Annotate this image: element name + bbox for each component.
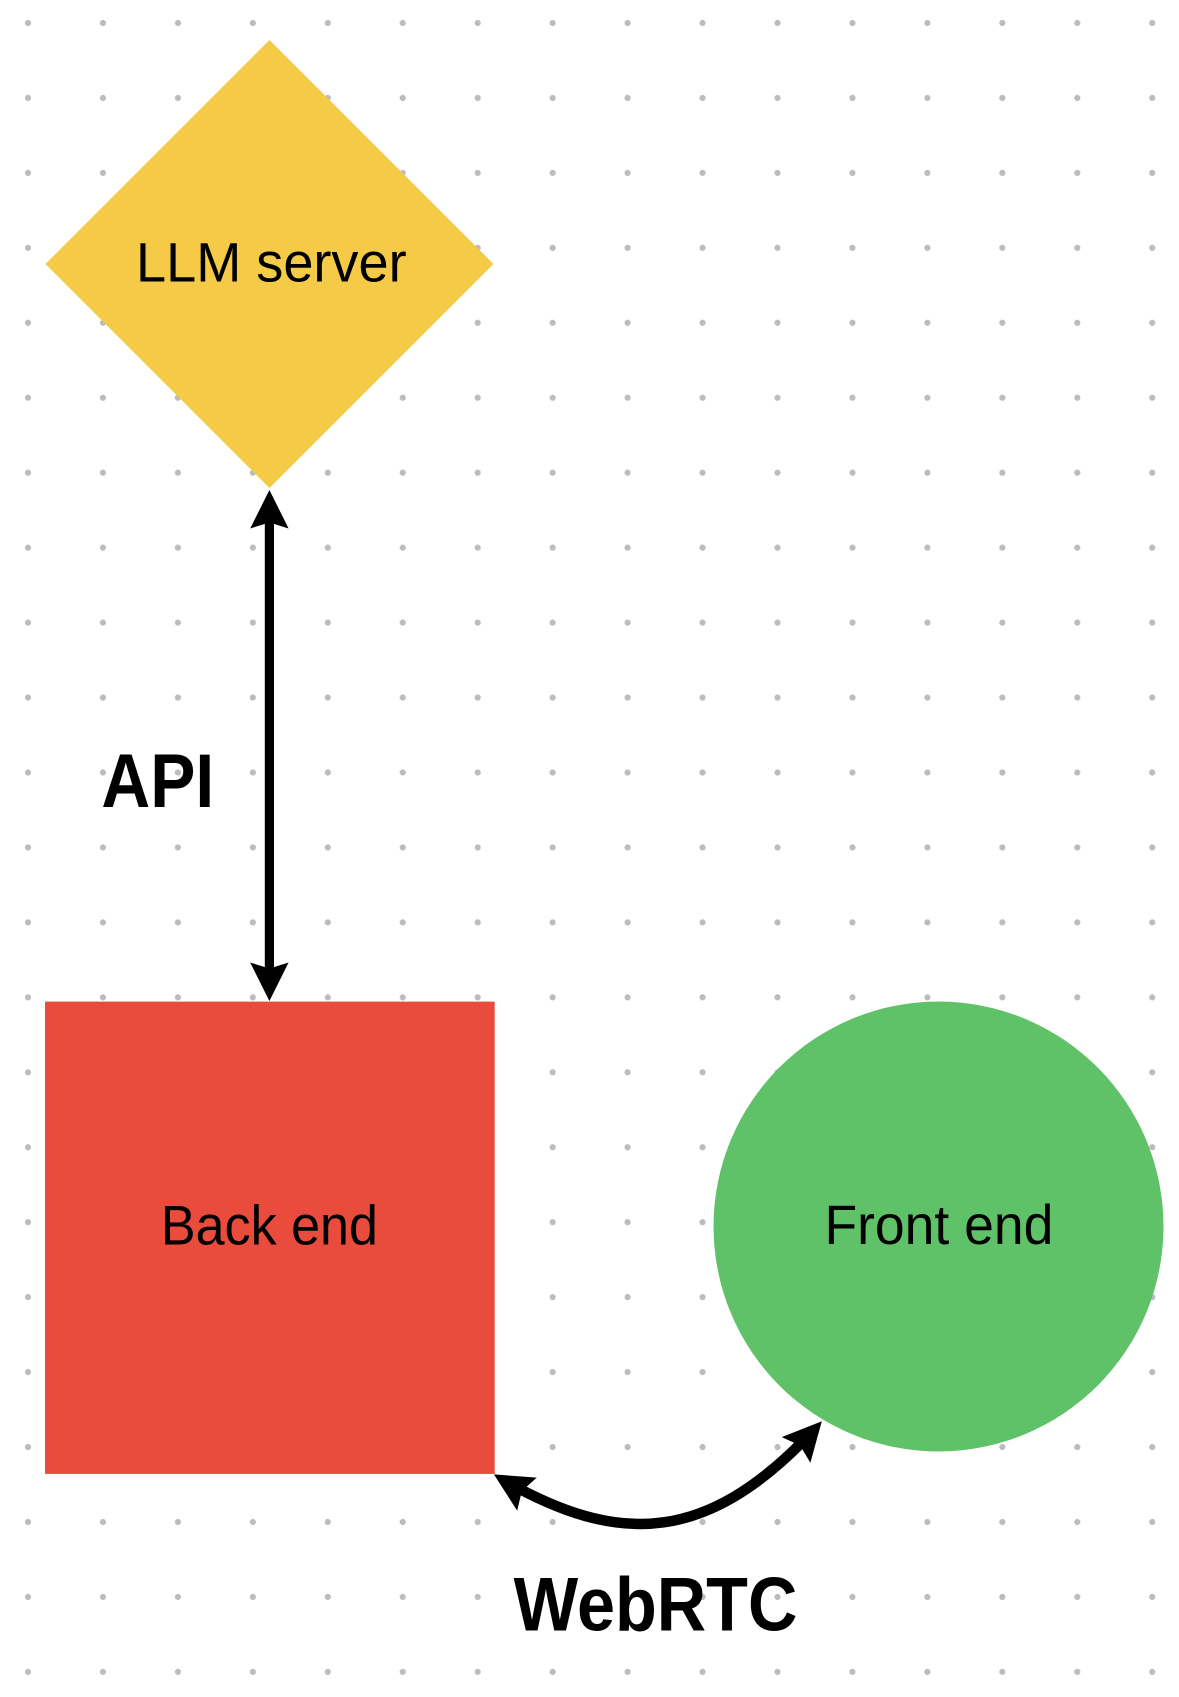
svg-text:LLM server: LLM server bbox=[136, 231, 407, 294]
svg-text:WebRTC: WebRTC bbox=[514, 1563, 798, 1647]
svg-text:Back end: Back end bbox=[161, 1195, 378, 1257]
svg-text:Front end: Front end bbox=[824, 1193, 1053, 1256]
svg-text:API: API bbox=[101, 740, 214, 825]
